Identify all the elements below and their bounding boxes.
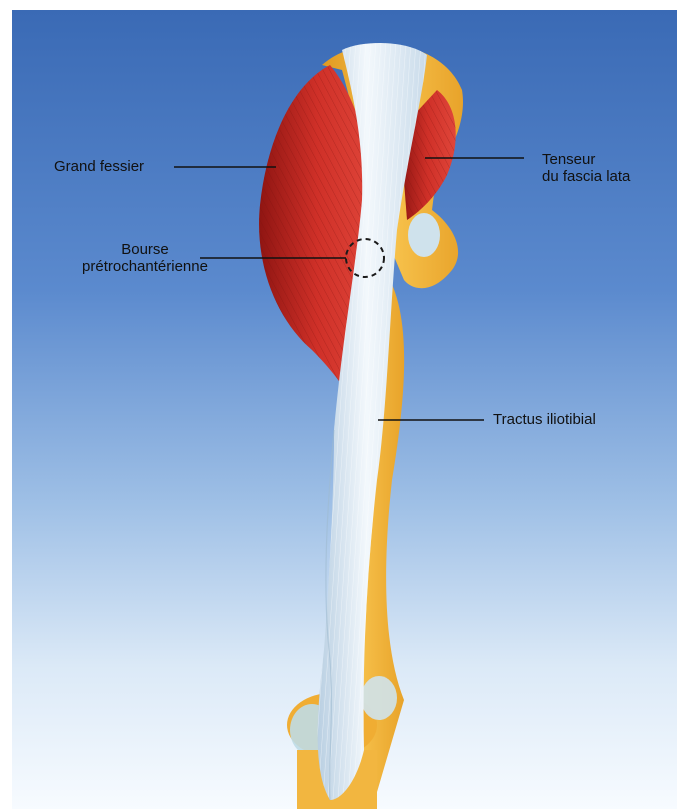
label-tenseur-line1: Tenseur: [542, 151, 630, 168]
label-tractus: Tractus iliotibial: [493, 411, 596, 428]
label-bourse-line1: Bourse: [60, 241, 230, 258]
label-tenseur: Tenseur du fascia lata: [542, 151, 630, 185]
anatomy-figure: Grand fessier Tenseur du fascia lata Bou…: [12, 10, 677, 809]
label-grand-fessier: Grand fessier: [54, 158, 144, 175]
label-bourse: Bourse prétrochantérienne: [60, 241, 230, 275]
label-grand-fessier-text: Grand fessier: [54, 158, 144, 175]
label-bourse-line2: prétrochantérienne: [60, 258, 230, 275]
label-tractus-text: Tractus iliotibial: [493, 411, 596, 428]
label-tenseur-line2: du fascia lata: [542, 168, 630, 185]
thigh-anatomy-illustration: [12, 10, 677, 809]
